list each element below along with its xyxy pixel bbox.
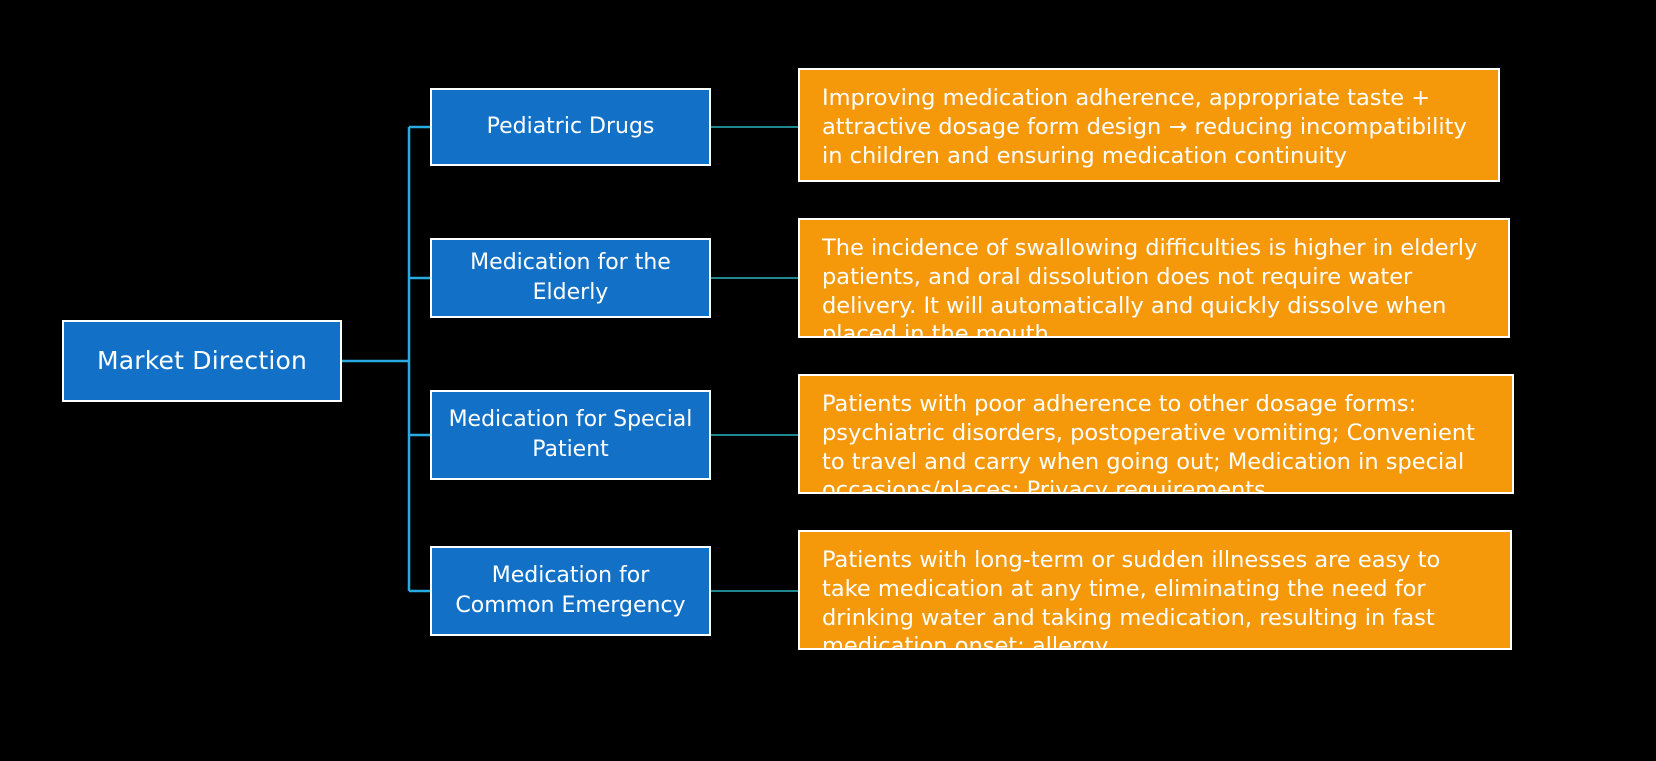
- root-node-market-direction[interactable]: Market Direction: [62, 320, 342, 402]
- branch-node-label: Medication for Special Patient: [448, 406, 693, 462]
- description-text: Improving medication adherence, appropri…: [822, 85, 1467, 169]
- branch-node-label: Medication for Common Emergency: [455, 562, 686, 618]
- description-box-medication-for-common-emergency: Patients with long-term or sudden illnes…: [798, 530, 1512, 650]
- root-node-label: Market Direction: [96, 346, 308, 376]
- description-box-medication-for-the-elderly: The incidence of swallowing difficulties…: [798, 218, 1510, 338]
- branch-node-label: Pediatric Drugs: [486, 113, 655, 139]
- branch-node-medication-for-common-emergency[interactable]: Medication for Common Emergency: [430, 546, 711, 636]
- description-box-medication-for-special-patient: Patients with poor adherence to other do…: [798, 374, 1514, 494]
- description-text: Patients with long-term or sudden illnes…: [822, 547, 1441, 650]
- branch-node-pediatric-drugs[interactable]: Pediatric Drugs: [430, 88, 711, 166]
- description-text: Patients with poor adherence to other do…: [822, 391, 1475, 494]
- description-text: The incidence of swallowing difficulties…: [822, 235, 1478, 338]
- description-box-pediatric-drugs: Improving medication adherence, appropri…: [798, 68, 1500, 182]
- branch-node-label: Medication for the Elderly: [470, 249, 671, 305]
- branch-node-medication-for-the-elderly[interactable]: Medication for the Elderly: [430, 238, 711, 318]
- branch-node-medication-for-special-patient[interactable]: Medication for Special Patient: [430, 390, 711, 480]
